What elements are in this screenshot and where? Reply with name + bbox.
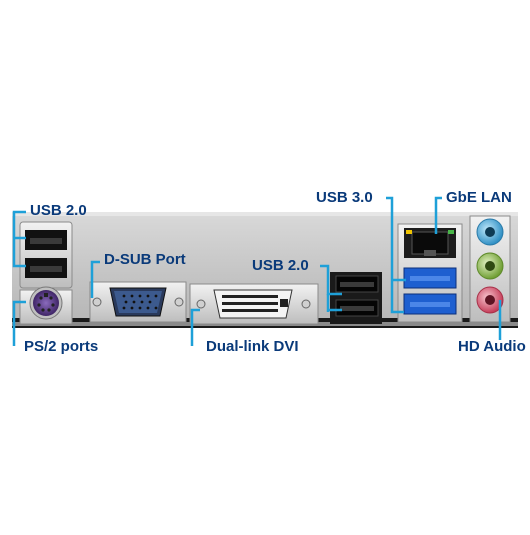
- ps2-port: [19, 286, 73, 325]
- callout-gbe-lan: [434, 196, 442, 234]
- label-usb30: USB 3.0: [316, 189, 373, 206]
- label-dual-link-dvi: Dual-link DVI: [206, 338, 299, 355]
- label-ps2-ports: PS/2 ports: [24, 338, 99, 355]
- callout-dsub: [90, 260, 100, 298]
- label-usb20-mid: USB 2.0: [252, 257, 309, 274]
- callout-usb30: [386, 196, 404, 314]
- audio-jack-mic: [476, 286, 504, 314]
- callout-usb20-mid: [320, 264, 342, 296]
- label-usb20-left: USB 2.0: [30, 202, 87, 219]
- label-dsub-port: D-SUB Port: [104, 251, 186, 268]
- audio-jack-line-in: [476, 218, 504, 246]
- audio-stack: [469, 215, 511, 323]
- usb2-left-stack: [19, 221, 73, 289]
- usb2-mid-stack: [330, 272, 382, 324]
- label-gbe-lan: GbE LAN: [446, 189, 512, 206]
- io-plate-top-edge: [12, 212, 518, 216]
- callout-lines: [12, 196, 502, 346]
- lan-usb3-stack: [397, 223, 463, 323]
- callout-ps2: [12, 300, 26, 346]
- callout-dvi: [190, 308, 200, 346]
- audio-jack-line-out: [476, 252, 504, 280]
- label-hd-audio: HD Audio: [458, 338, 526, 355]
- dvi-port: [189, 283, 319, 325]
- dsub-port: [89, 281, 187, 323]
